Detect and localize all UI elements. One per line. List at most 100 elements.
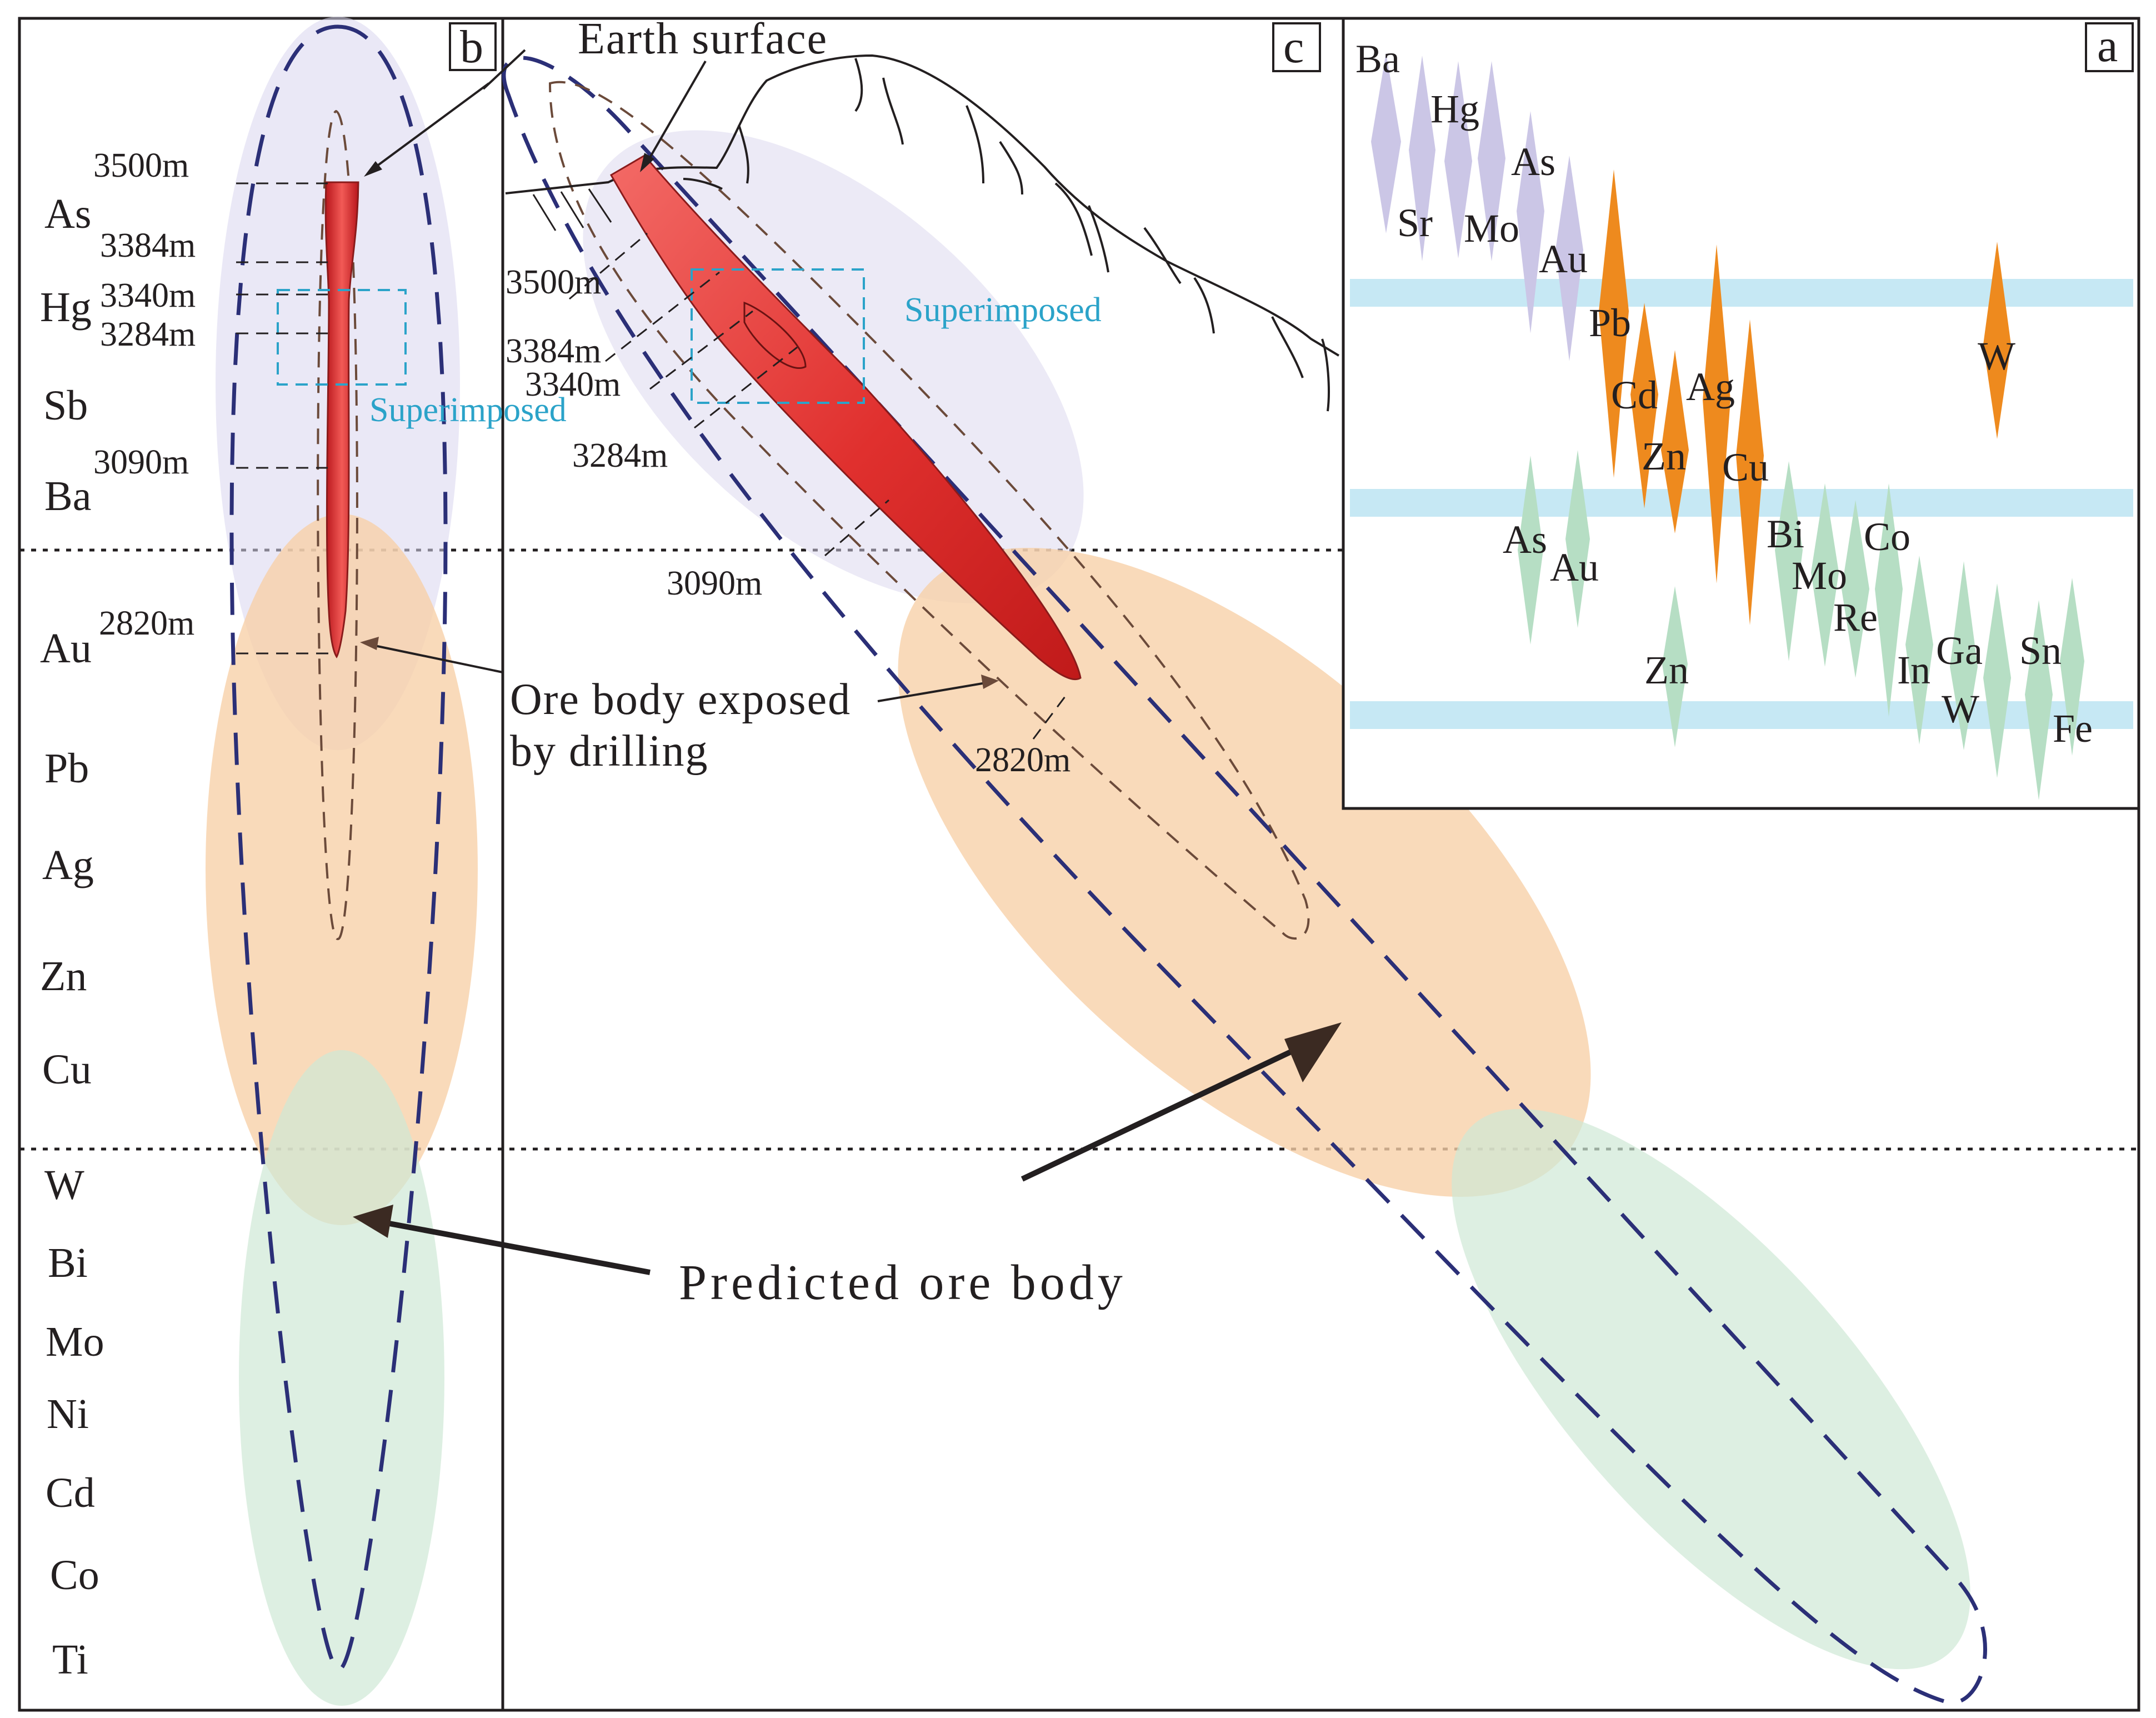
panel-c-tag: c	[1283, 21, 1304, 73]
element-label: Sr	[1397, 201, 1433, 245]
earth-surface-arrow	[646, 61, 707, 163]
element-label: Bi	[48, 1240, 88, 1286]
element-label: As	[1503, 517, 1547, 562]
element-label: Mo	[1792, 553, 1847, 598]
predicted-arrowhead-c	[1284, 1022, 1342, 1082]
element-label: Co	[50, 1552, 99, 1599]
middle-zone-labels: Pb Cd Ag Zn Cu W	[1589, 301, 2015, 490]
element-label: Ga	[1936, 628, 1983, 673]
element-label: Ti	[52, 1636, 88, 1683]
superimposed-overlap-c	[743, 301, 807, 369]
earth-surface-arrowhead	[640, 153, 654, 172]
element-label: Au	[1550, 545, 1599, 590]
element-label: W	[44, 1162, 84, 1208]
panel-a-tag: a	[2097, 20, 2118, 72]
depth-label: 3384m	[506, 332, 601, 370]
depth-labels-b: 3500m 3384m 3340m 3284m 3090m 2820m	[93, 147, 196, 642]
predicted-outline-b	[229, 24, 448, 1672]
surface-ticks	[532, 188, 612, 231]
zone-band-3	[1350, 701, 2133, 729]
halo-middle-b	[206, 514, 478, 1225]
halo-lower-c	[1452, 1108, 1970, 1670]
depth-label: 3090m	[667, 565, 762, 602]
element-label: Au	[1539, 237, 1588, 281]
figure-frame	[18, 17, 2140, 1712]
element-label: Ni	[47, 1391, 89, 1437]
ore-exposed-label-line1: Ore body exposed	[510, 675, 851, 724]
depth-label: 3284m	[572, 437, 668, 475]
ore-exposed-arrow-b	[369, 643, 503, 673]
element-label: As	[1511, 139, 1555, 184]
element-label: Mo	[1464, 206, 1519, 251]
element-label: Sb	[43, 382, 88, 429]
panel-a-tag-box	[2085, 22, 2134, 72]
element-label: Mo	[46, 1319, 104, 1365]
element-label: Cd	[46, 1470, 95, 1516]
superimposed-box-c	[691, 268, 865, 404]
panel-b-tag: b	[460, 21, 483, 73]
depth-label: 2820m	[99, 605, 194, 642]
lower-zone-diamonds	[1518, 450, 2084, 800]
element-label: Hg	[1430, 87, 1479, 131]
predicted-arrow-b	[383, 1220, 651, 1275]
element-label: Zn	[1644, 648, 1689, 692]
element-column-b: As Hg Sb Ba Au Pb Ag Zn Cu W Bi Mo Ni Cd…	[40, 191, 104, 1683]
b-surface-arrow	[371, 82, 490, 171]
superimposed-label-c: Superimposed	[904, 291, 1102, 329]
element-label: In	[1897, 648, 1930, 692]
ore-exposed-label-line2: by drilling	[510, 727, 709, 776]
link-line-b-to-c	[482, 49, 526, 90]
element-label: Fe	[2053, 706, 2093, 751]
exposed-ore-body-b	[324, 181, 359, 658]
b-surface-arrowhead	[364, 161, 382, 177]
element-label: W	[1942, 687, 1979, 731]
element-label: Re	[1833, 595, 1878, 640]
terrain-profile	[505, 54, 1340, 357]
ore-exposed-arrow-c	[877, 681, 989, 702]
depth-label: 3284m	[100, 316, 196, 353]
upper-zone-diamonds	[1371, 53, 1583, 361]
earth-surface-label: Earth surface	[578, 14, 828, 63]
depth-label: 3090m	[93, 443, 189, 481]
depth-label: 3500m	[506, 263, 601, 301]
depth-leaders-c	[569, 232, 1068, 740]
element-label: Hg	[40, 284, 92, 331]
depth-leaders-b	[236, 182, 331, 655]
element-label: Bi	[1767, 512, 1804, 556]
element-label: Ba	[1355, 37, 1400, 81]
superimposed-label-b: Superimposed	[369, 391, 567, 429]
halo-middle-c	[898, 547, 1591, 1197]
predicted-outline-c	[502, 56, 1987, 1705]
element-label: Ag	[42, 842, 94, 888]
element-label: Cu	[42, 1046, 92, 1093]
depth-label: 3500m	[93, 147, 189, 184]
element-label: Zn	[40, 953, 87, 1000]
middle-zone-diamonds	[1599, 169, 2011, 625]
lower-zone-labels: As Au Bi Co Mo Re Zn In Ga Sn W Fe	[1503, 512, 2093, 751]
element-label: Ba	[44, 473, 91, 520]
panel-b-tag-box	[449, 22, 497, 71]
element-label: Sn	[2019, 628, 2062, 673]
panel-c-tag-box	[1272, 22, 1321, 72]
element-label: W	[1978, 334, 2015, 378]
element-label: Pb	[1589, 301, 1631, 345]
panel-b: As Hg Sb Ba Au Pb Ag Zn Cu W Bi Mo Ni Cd…	[40, 17, 567, 1706]
element-label: Cd	[1611, 373, 1658, 417]
depth-label: 2820m	[975, 741, 1071, 779]
element-label: Cu	[1722, 445, 1769, 490]
element-label: Co	[1864, 515, 1910, 559]
element-label: Zn	[1642, 434, 1686, 478]
ore-trace-c	[548, 81, 1310, 940]
depth-label: 3340m	[100, 277, 196, 314]
depth-label: 3340m	[525, 366, 621, 403]
panel-c: 3500m 3384m 3340m 3284m 3090m 2820m Supe…	[502, 14, 1987, 1705]
panel-a-inset: Ba Hg As Sr Mo Au Pb Cd Ag Zn Cu W As Au…	[1342, 17, 2140, 810]
element-label: Ag	[1686, 364, 1735, 409]
depth-label: 3384m	[100, 227, 196, 264]
upper-zone-labels: Ba Hg As Sr Mo Au	[1355, 37, 1588, 281]
predicted-ore-label: Predicted ore body	[679, 1255, 1127, 1310]
element-label: Pb	[44, 745, 89, 792]
ore-exposed-arrowhead-c	[981, 675, 999, 689]
superimposed-box-b	[277, 289, 407, 386]
